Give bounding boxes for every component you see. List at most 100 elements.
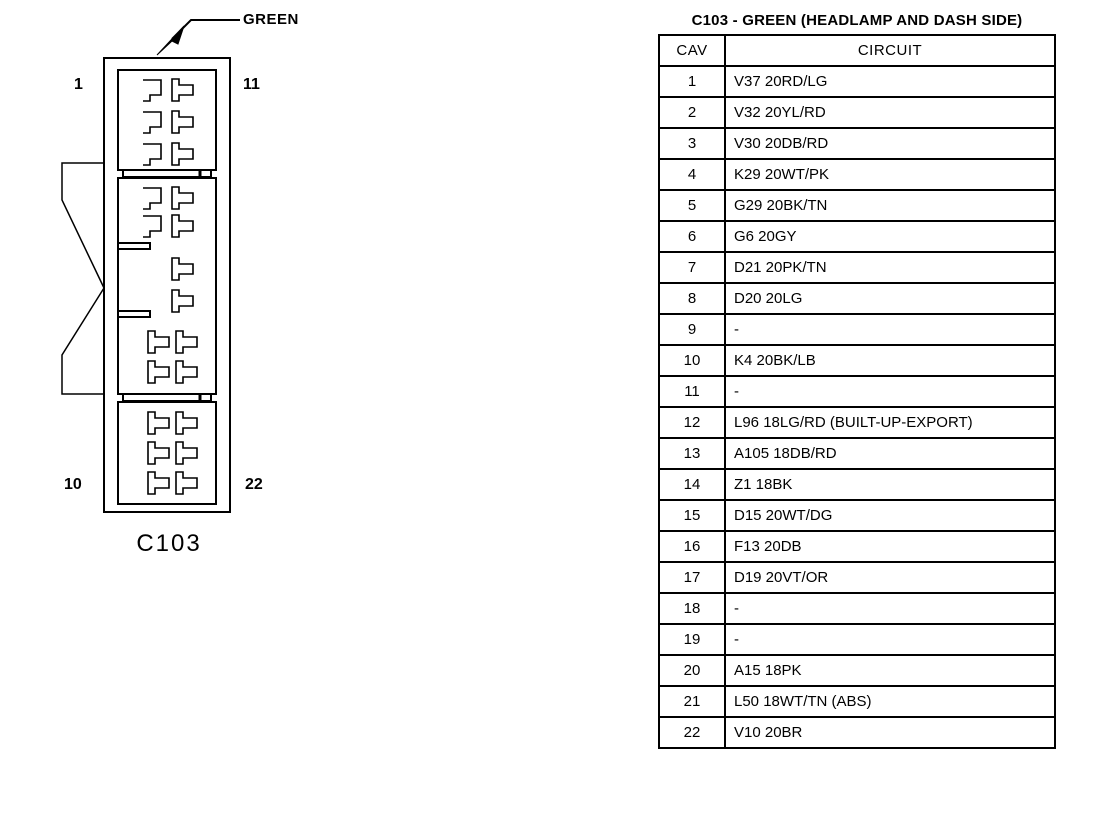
cell-circuit: - [724,623,1056,656]
cell-circuit: D15 20WT/DG [724,499,1056,532]
cavity-section-top [117,69,217,171]
cell-circuit: K29 20WT/PK [724,158,1056,191]
cell-circuit: A105 18DB/RD [724,437,1056,470]
pin-number-bottom-right: 22 [245,476,263,493]
cell-circuit: G6 20GY [724,220,1056,253]
cell-cav: 10 [658,344,726,377]
connector-color-callout: GREEN [243,11,299,28]
cell-circuit: A15 18PK [724,654,1056,687]
cavity-glyph [175,471,198,495]
table-row: 18- [658,592,1056,625]
cell-cav: 3 [658,127,726,160]
table-row: 9- [658,313,1056,346]
cavity-glyph [147,441,170,465]
cell-cav: 21 [658,685,726,718]
pin-number-top-left: 1 [74,76,83,93]
cell-cav: 13 [658,437,726,470]
cell-cav: 4 [658,158,726,191]
cavity-glyph [171,186,194,210]
column-header-cav: CAV [658,34,726,67]
ledge-mark-upper [117,242,151,250]
cavity-glyph [143,143,162,166]
cavity-glyph [147,360,170,384]
pinout-table-title: C103 - GREEN (HEADLAMP AND DASH SIDE) [691,12,1023,29]
cavity-section-middle [117,177,217,395]
pinout-table-head: CAV CIRCUIT [658,34,1056,67]
cavity-glyph [175,411,198,435]
table-row: 11- [658,375,1056,408]
cell-circuit: - [724,592,1056,625]
connector-id-label: C103 [136,530,202,557]
cell-cav: 6 [658,220,726,253]
pin-number-bottom-left: 10 [64,476,82,493]
cavity-glyph [171,142,194,166]
section-divider-bottom [122,393,212,402]
cavity-glyph [143,79,162,102]
connector-drawing [61,19,240,513]
cavity-glyph [171,214,194,238]
cell-circuit: - [724,375,1056,408]
table-row: 19- [658,623,1056,656]
cell-circuit: D21 20PK/TN [724,251,1056,284]
cell-circuit: L50 18WT/TN (ABS) [724,685,1056,718]
cell-cav: 15 [658,499,726,532]
pinout-panel: C103 - GREEN (HEADLAMP AND DASH SIDE) CA… [658,12,1058,749]
cavity-glyph [171,289,194,313]
cell-cav: 19 [658,623,726,656]
cell-circuit: K4 20BK/LB [724,344,1056,377]
cavity-glyph [175,330,198,354]
cavity-glyph [147,411,170,435]
cell-circuit: F13 20DB [724,530,1056,563]
cell-cav: 17 [658,561,726,594]
cavity-glyph [143,215,162,238]
cell-circuit: V32 20YL/RD [724,96,1056,129]
cell-cav: 18 [658,592,726,625]
cell-circuit: G29 20BK/TN [724,189,1056,222]
cavity-glyph [143,187,162,210]
cell-circuit: V30 20DB/RD [724,127,1056,160]
cell-cav: 9 [658,313,726,346]
cell-cav: 11 [658,375,726,408]
cell-cav: 1 [658,65,726,98]
ledge-mark-lower [117,310,151,318]
cavity-glyph [175,441,198,465]
cell-cav: 22 [658,716,726,749]
connector-outer-body [103,57,231,513]
cavity-glyph [147,330,170,354]
cell-circuit: Z1 18BK [724,468,1056,501]
cell-circuit: - [724,313,1056,346]
cell-cav: 20 [658,654,726,687]
cell-cav: 16 [658,530,726,563]
column-header-circuit: CIRCUIT [724,34,1056,67]
table-header-row: CAV CIRCUIT [658,34,1056,67]
cell-circuit: D20 20LG [724,282,1056,315]
cavity-glyph [175,360,198,384]
connector-latch-tab [61,162,105,395]
cavity-glyph [171,110,194,134]
cell-cav: 14 [658,468,726,501]
pin-number-top-right: 11 [243,76,260,93]
cell-cav: 2 [658,96,726,129]
cavity-glyph [143,111,162,134]
cell-circuit: D19 20VT/OR [724,561,1056,594]
callout-arrowhead [156,25,185,56]
cell-cav: 12 [658,406,726,439]
cavity-glyph [171,78,194,102]
